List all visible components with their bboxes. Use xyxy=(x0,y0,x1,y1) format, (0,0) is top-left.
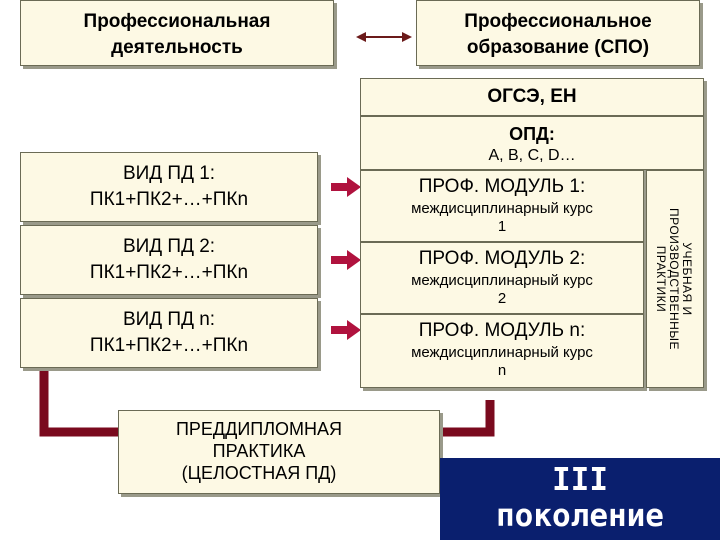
connector-right xyxy=(440,400,495,437)
prediploma-line2: ПРАКТИКА xyxy=(212,441,306,461)
module-1-course: междисциплинарный курс xyxy=(411,200,593,217)
activity-box-n: ВИД ПД n: ПК1+ПК2+…+ПКn xyxy=(20,298,318,368)
activity-n-line1: ВИД ПД n: xyxy=(122,309,216,330)
education-header-text: Профессиональное образование (СПО) xyxy=(464,11,652,58)
module-box-n: ПРОФ. МОДУЛЬ n: междисциплинарный курс n xyxy=(360,314,644,388)
module-box-2: ПРОФ. МОДУЛЬ 2: междисциплинарный курс 2 xyxy=(360,242,644,314)
general-cycles-text: ОГСЭ, ЕН xyxy=(487,86,577,107)
arrow-icon-2 xyxy=(331,250,361,270)
opd-subtitle: A, B, C, D… xyxy=(488,147,576,164)
prediploma-box: ПРЕДДИПЛОМНАЯ ПРАКТИКА (ЦЕЛОСТНАЯ ПД) xyxy=(118,410,440,494)
module-box-1: ПРОФ. МОДУЛЬ 1: междисциплинарный курс 1 xyxy=(360,170,644,242)
connector-left xyxy=(39,358,118,437)
module-2-title: ПРОФ. МОДУЛЬ 2: xyxy=(418,248,586,269)
opd-box: ОПД: A, B, C, D… xyxy=(360,116,704,170)
module-n-course: междисциплинарный курс xyxy=(411,344,593,361)
module-1-number: 1 xyxy=(497,218,507,235)
generation-numeral: III xyxy=(552,462,608,498)
prediploma-line1: ПРЕДДИПЛОМНАЯ xyxy=(175,419,343,439)
practice-side-text: УЧЕБНАЯ И ПРОИЗВОДСТВЕННЫЕ ПРАКТИКИ xyxy=(654,208,694,350)
double-arrow-icon xyxy=(356,32,412,42)
arrow-icon-1 xyxy=(331,177,361,197)
prediploma-line3: (ЦЕЛОСТНАЯ ПД) xyxy=(181,463,337,483)
activity-2-line1: ВИД ПД 2: xyxy=(122,236,216,257)
module-n-number: n xyxy=(497,362,507,379)
generation-badge: III поколение xyxy=(440,458,720,540)
generation-word: поколение xyxy=(496,498,664,534)
module-n-title: ПРОФ. МОДУЛЬ n: xyxy=(418,320,586,341)
activity-2-line2: ПК1+ПК2+…+ПКn xyxy=(89,262,249,283)
activity-header-box: Профессиональная деятельность xyxy=(20,0,334,66)
practice-side-box: УЧЕБНАЯ И ПРОИЗВОДСТВЕННЫЕ ПРАКТИКИ xyxy=(646,170,704,388)
module-2-number: 2 xyxy=(497,290,507,307)
activity-box-1: ВИД ПД 1: ПК1+ПК2+…+ПКn xyxy=(20,152,318,222)
activity-box-2: ВИД ПД 2: ПК1+ПК2+…+ПКn xyxy=(20,225,318,295)
opd-title: ОПД: xyxy=(509,124,555,144)
education-header-box: Профессиональное образование (СПО) xyxy=(416,0,700,66)
activity-n-line2: ПК1+ПК2+…+ПКn xyxy=(89,335,249,356)
general-cycles-box: ОГСЭ, ЕН xyxy=(360,78,704,116)
activity-1-line1: ВИД ПД 1: xyxy=(122,163,216,184)
activity-header-text: Профессиональная деятельность xyxy=(83,11,271,58)
activity-1-line2: ПК1+ПК2+…+ПКn xyxy=(89,189,249,210)
module-1-title: ПРОФ. МОДУЛЬ 1: xyxy=(418,176,586,197)
arrow-icon-n xyxy=(331,320,361,340)
module-2-course: междисциплинарный курс xyxy=(411,272,593,289)
